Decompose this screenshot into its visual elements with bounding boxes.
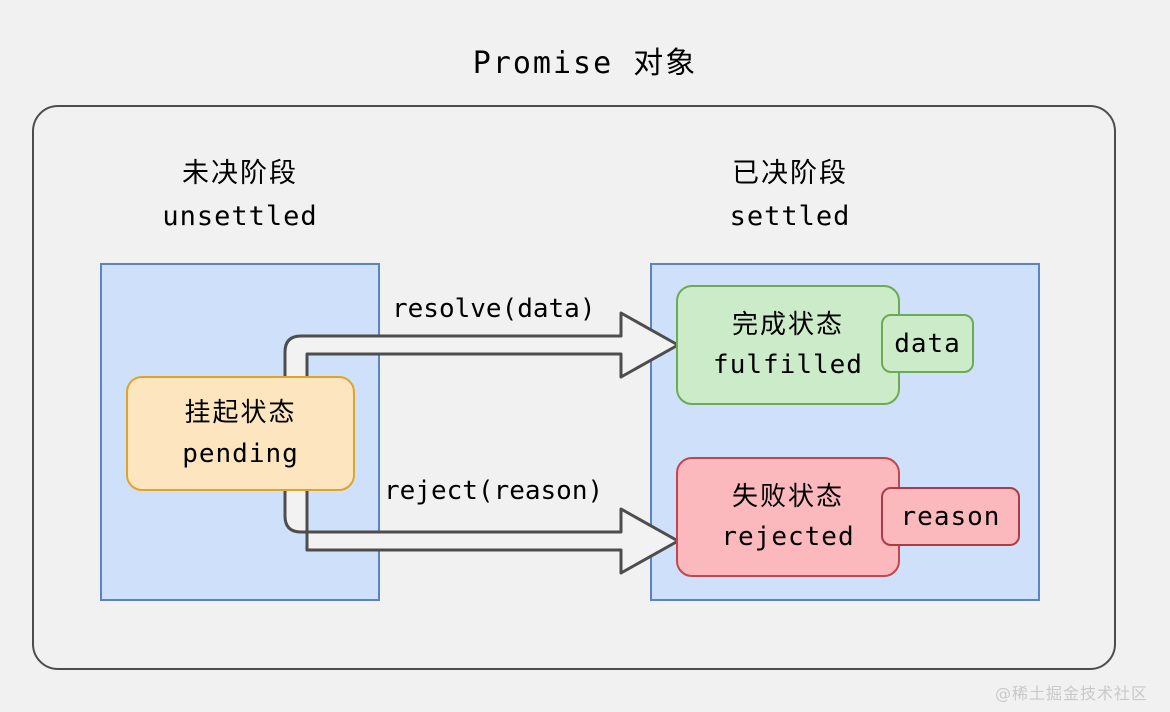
settled-phase-label: 已决阶段 settled [650,157,930,234]
resolve-arrow-shape [283,311,680,434]
rejected-label-cn: 失败状态 [731,481,844,512]
watermark: @稀土掘金技术社区 [994,684,1148,703]
settled-label-cn: 已决阶段 [732,158,848,189]
state-box-fulfilled[interactable]: 完成状态 fulfilled [676,285,900,405]
fulfilled-label-cn: 完成状态 [731,309,844,340]
page-title: Promise 对象 [472,46,698,81]
transition-label-reject: reject(reason) [384,476,604,506]
state-box-pending[interactable]: 挂起状态 pending [126,376,355,491]
settled-label-en: settled [729,200,851,232]
unsettled-label-en: unsettled [162,200,318,232]
fulfilled-label-en: fulfilled [713,350,863,380]
pending-label-cn: 挂起状态 [184,398,297,428]
reject-arrow-shape [283,434,680,575]
transition-label-resolve: resolve(data) [392,294,596,324]
badge-reason[interactable]: reason [881,487,1020,546]
state-box-rejected[interactable]: 失败状态 rejected [676,457,900,577]
unsettled-phase-label: 未决阶段 unsettled [100,157,380,234]
unsettled-label-cn: 未决阶段 [182,158,298,189]
pending-label-en: pending [182,438,299,469]
rejected-label-en: rejected [721,522,855,552]
badge-data[interactable]: data [881,314,974,373]
